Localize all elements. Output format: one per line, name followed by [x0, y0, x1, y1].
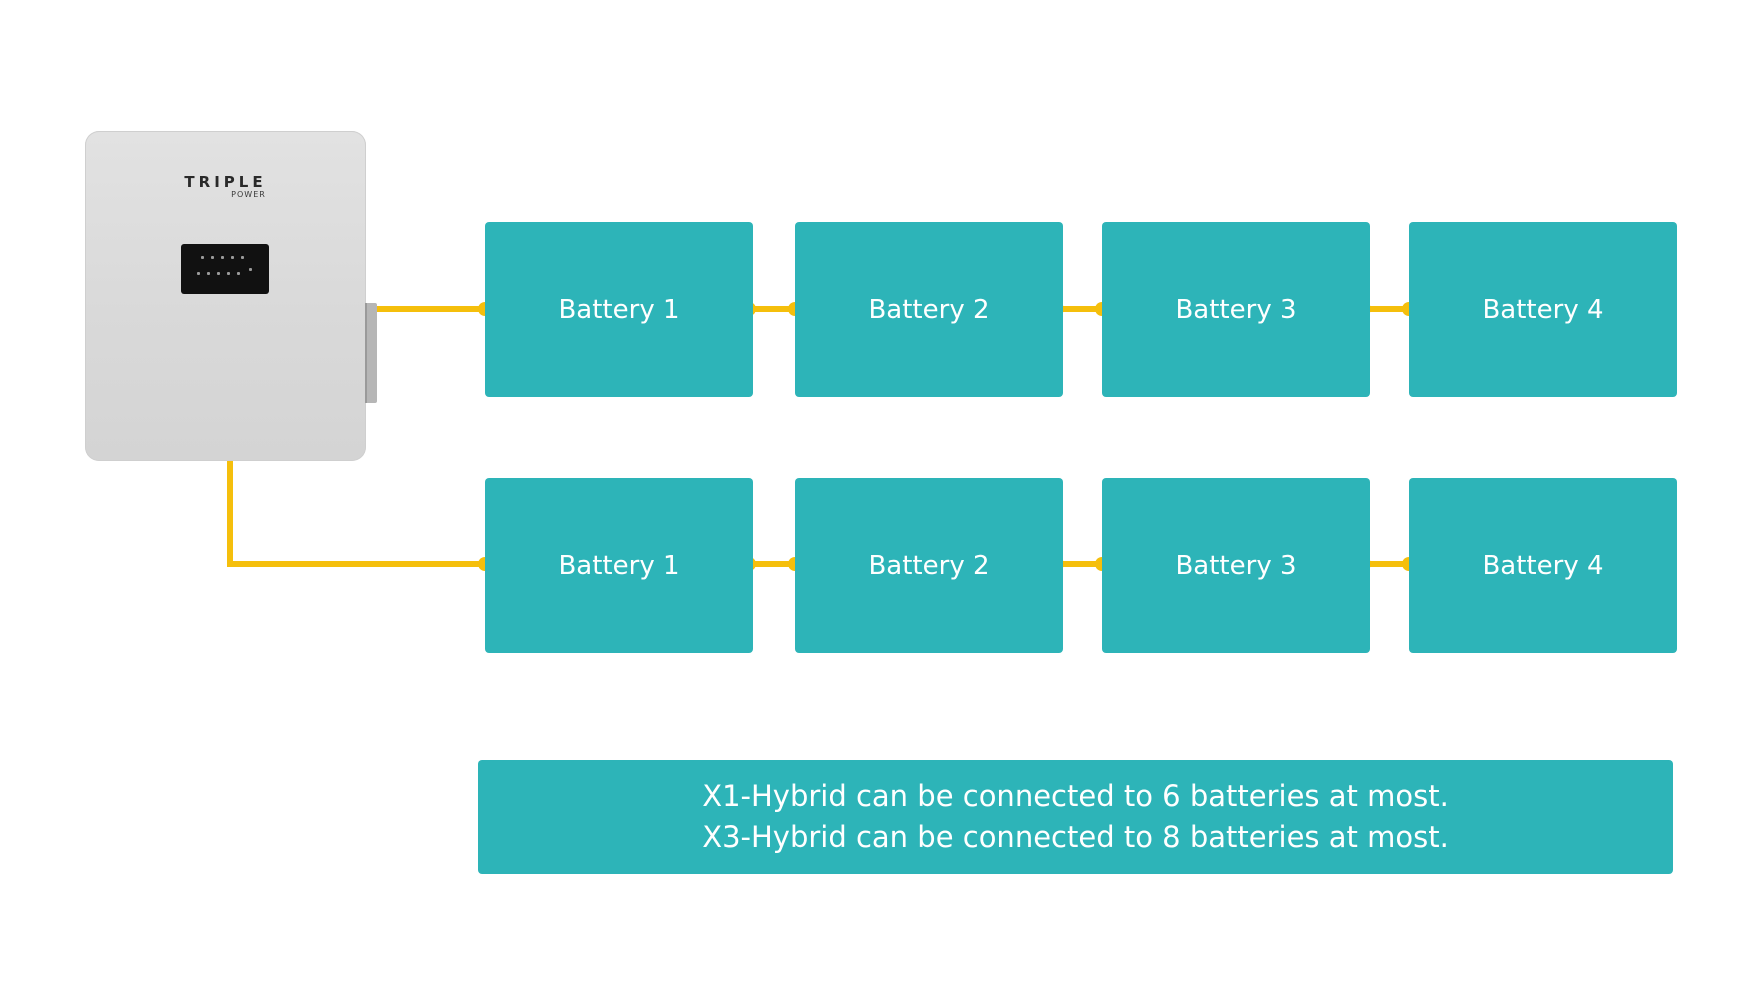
capacity-note: X1-Hybrid can be connected to 6 batterie… — [478, 760, 1673, 874]
indicator-light-icon — [201, 256, 204, 259]
brand-subtitle: POWER — [231, 190, 266, 199]
inverter-display-panel — [181, 244, 269, 294]
battery-row1-4: Battery 4 — [1409, 222, 1677, 397]
cable-inverter-row2 — [227, 461, 485, 567]
battery-row1-2: Battery 2 — [795, 222, 1063, 397]
indicator-light-icon — [241, 256, 244, 259]
button-icon — [227, 272, 230, 275]
button-icon — [249, 268, 252, 271]
indicator-light-icon — [211, 256, 214, 259]
battery-row1-1: Battery 1 — [485, 222, 753, 397]
battery-label: Battery 2 — [868, 294, 990, 325]
battery-label: Battery 1 — [558, 294, 680, 325]
battery-row2-3: Battery 3 — [1102, 478, 1370, 653]
battery-row1-3: Battery 3 — [1102, 222, 1370, 397]
button-icon — [217, 272, 220, 275]
button-icon — [237, 272, 240, 275]
battery-row2-1: Battery 1 — [485, 478, 753, 653]
button-icon — [197, 272, 200, 275]
battery-label: Battery 4 — [1482, 294, 1604, 325]
brand-name: TRIPLE — [184, 173, 267, 191]
battery-row2-4: Battery 4 — [1409, 478, 1677, 653]
battery-label: Battery 1 — [558, 550, 680, 581]
indicator-light-icon — [221, 256, 224, 259]
button-icon — [207, 272, 210, 275]
hybrid-inverter: TRIPLE POWER — [85, 131, 377, 461]
battery-label: Battery 3 — [1175, 550, 1297, 581]
note-line-x1: X1-Hybrid can be connected to 6 batterie… — [702, 779, 1449, 813]
inverter-side-port — [365, 303, 377, 403]
note-line-x3: X3-Hybrid can be connected to 8 batterie… — [702, 820, 1449, 854]
battery-row2-2: Battery 2 — [795, 478, 1063, 653]
battery-label: Battery 2 — [868, 550, 990, 581]
battery-label: Battery 4 — [1482, 550, 1604, 581]
indicator-light-icon — [231, 256, 234, 259]
inverter-brand: TRIPLE POWER — [85, 174, 366, 200]
battery-label: Battery 3 — [1175, 294, 1297, 325]
